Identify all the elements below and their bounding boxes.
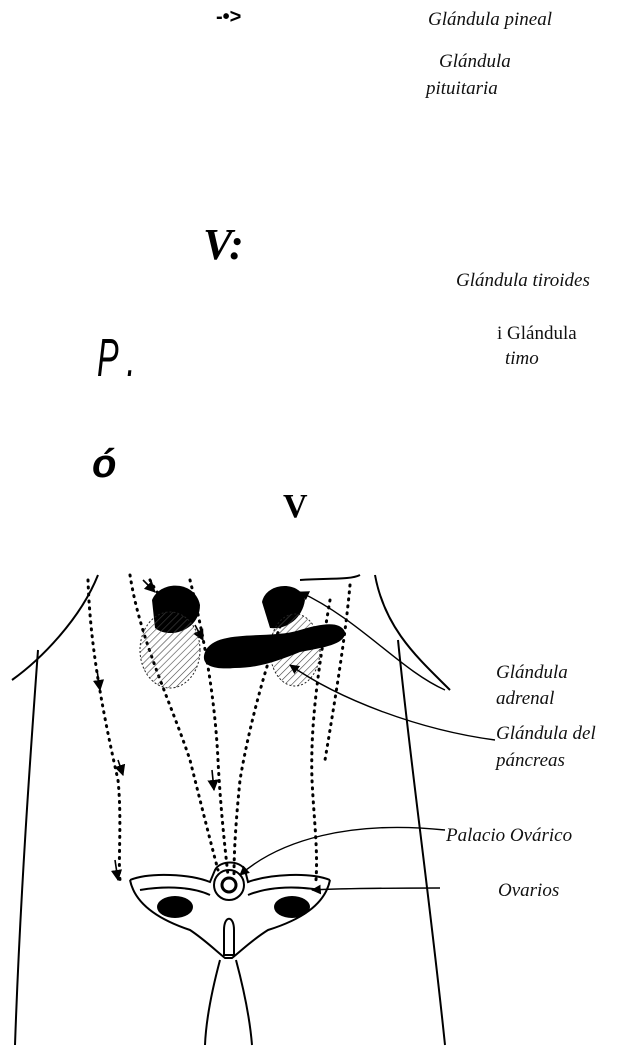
torso-right-side xyxy=(398,640,445,1045)
kidney-left xyxy=(140,612,200,688)
torso-left-side xyxy=(15,650,38,1045)
leg-right xyxy=(236,960,252,1045)
torso-left-outline xyxy=(12,575,98,680)
ovary-right xyxy=(274,896,310,918)
ovarian-center xyxy=(222,878,236,892)
torso-right-outline xyxy=(375,575,450,690)
neck-right xyxy=(300,575,360,580)
ovary-left xyxy=(157,896,193,918)
leg-left xyxy=(205,960,220,1045)
